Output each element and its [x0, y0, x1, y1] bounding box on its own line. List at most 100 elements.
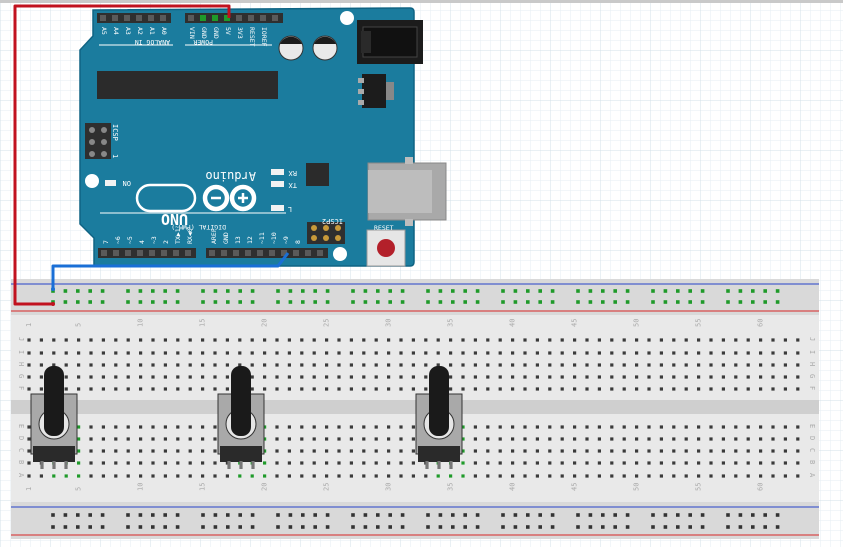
rail-hole[interactable] — [538, 513, 542, 517]
terminal-hole[interactable] — [362, 449, 366, 453]
terminal-hole[interactable] — [27, 474, 31, 478]
potentiometer-knob[interactable] — [44, 366, 64, 436]
terminal-hole[interactable] — [771, 387, 775, 391]
terminal-hole[interactable] — [461, 338, 465, 342]
terminal-hole[interactable] — [560, 449, 564, 453]
terminal-hole[interactable] — [64, 338, 68, 342]
terminal-hole[interactable] — [535, 425, 539, 429]
terminal-hole[interactable] — [759, 461, 763, 465]
header-pin[interactable] — [148, 15, 154, 21]
terminal-hole[interactable] — [89, 351, 93, 355]
terminal-hole[interactable] — [759, 375, 763, 379]
terminal-hole[interactable] — [151, 375, 155, 379]
terminal-hole[interactable] — [709, 351, 713, 355]
terminal-hole[interactable] — [287, 338, 291, 342]
terminal-hole[interactable] — [573, 363, 577, 367]
terminal-hole[interactable] — [151, 387, 155, 391]
rail-hole[interactable] — [376, 289, 380, 293]
terminal-hole[interactable] — [684, 461, 688, 465]
terminal-hole[interactable] — [449, 338, 453, 342]
rail-hole[interactable] — [213, 289, 218, 293]
terminal-hole[interactable] — [436, 351, 440, 355]
rail-hole[interactable] — [538, 525, 542, 529]
terminal-hole[interactable] — [337, 474, 341, 478]
rail-hole[interactable] — [76, 513, 80, 517]
rail-hole[interactable] — [700, 289, 705, 293]
terminal-hole[interactable] — [449, 375, 453, 379]
rail-hole[interactable] — [463, 289, 467, 293]
terminal-hole[interactable] — [796, 387, 800, 391]
terminal-hole[interactable] — [89, 449, 93, 453]
rail-hole[interactable] — [238, 289, 242, 293]
rail-hole[interactable] — [513, 513, 518, 517]
terminal-hole[interactable] — [721, 351, 725, 355]
rail-hole[interactable] — [276, 513, 280, 517]
terminal-hole[interactable] — [139, 449, 143, 453]
rail-hole[interactable] — [163, 289, 167, 293]
terminal-hole[interactable] — [597, 387, 601, 391]
terminal-hole[interactable] — [622, 461, 626, 465]
terminal-hole[interactable] — [610, 338, 614, 342]
rail-hole[interactable] — [201, 513, 205, 517]
terminal-hole[interactable] — [783, 338, 787, 342]
terminal-hole[interactable] — [287, 437, 291, 441]
terminal-hole[interactable] — [684, 425, 688, 429]
terminal-hole[interactable] — [746, 387, 750, 391]
terminal-hole[interactable] — [684, 363, 688, 367]
terminal-hole[interactable] — [89, 375, 93, 379]
rail-hole[interactable] — [501, 513, 505, 517]
terminal-hole[interactable] — [337, 375, 341, 379]
terminal-hole[interactable] — [213, 461, 217, 465]
terminal-hole[interactable] — [263, 351, 267, 355]
terminal-hole[interactable] — [387, 449, 391, 453]
header-pin[interactable] — [212, 15, 218, 21]
terminal-hole[interactable] — [473, 461, 477, 465]
terminal-hole[interactable] — [796, 474, 800, 478]
terminal-hole[interactable] — [287, 351, 291, 355]
terminal-hole[interactable] — [374, 474, 378, 478]
rail-hole[interactable] — [88, 300, 92, 304]
terminal-hole[interactable] — [746, 351, 750, 355]
header-pin[interactable] — [185, 250, 191, 256]
terminal-hole[interactable] — [250, 474, 254, 478]
terminal-hole[interactable] — [312, 449, 316, 453]
rail-hole[interactable] — [688, 525, 692, 529]
terminal-hole[interactable] — [597, 425, 601, 429]
terminal-hole[interactable] — [622, 375, 626, 379]
rail-hole[interactable] — [138, 300, 143, 304]
rail-hole[interactable] — [276, 525, 280, 529]
terminal-hole[interactable] — [424, 338, 428, 342]
rail-hole[interactable] — [475, 300, 480, 304]
terminal-hole[interactable] — [734, 425, 738, 429]
rail-hole[interactable] — [426, 513, 430, 517]
terminal-hole[interactable] — [771, 338, 775, 342]
rail-hole[interactable] — [63, 289, 68, 293]
header-pin[interactable] — [245, 250, 251, 256]
terminal-hole[interactable] — [201, 363, 205, 367]
rail-hole[interactable] — [588, 513, 593, 517]
header-pin[interactable] — [161, 250, 167, 256]
rail-hole[interactable] — [463, 525, 467, 529]
terminal-hole[interactable] — [585, 375, 589, 379]
terminal-hole[interactable] — [411, 425, 415, 429]
terminal-hole[interactable] — [411, 437, 415, 441]
header-pin[interactable] — [112, 15, 118, 21]
rail-hole[interactable] — [63, 513, 68, 517]
terminal-hole[interactable] — [659, 461, 663, 465]
terminal-hole[interactable] — [250, 351, 254, 355]
rail-hole[interactable] — [226, 300, 230, 304]
rail-hole[interactable] — [226, 289, 230, 293]
terminal-hole[interactable] — [312, 363, 316, 367]
terminal-hole[interactable] — [523, 351, 527, 355]
header-pin[interactable] — [224, 15, 230, 21]
rail-hole[interactable] — [588, 525, 593, 529]
terminal-hole[interactable] — [783, 351, 787, 355]
terminal-hole[interactable] — [27, 387, 31, 391]
terminal-hole[interactable] — [548, 338, 552, 342]
terminal-hole[interactable] — [635, 387, 639, 391]
terminal-hole[interactable] — [89, 338, 93, 342]
terminal-hole[interactable] — [163, 363, 167, 367]
rail-hole[interactable] — [351, 289, 355, 293]
rail-hole[interactable] — [175, 300, 180, 304]
terminal-hole[interactable] — [585, 425, 589, 429]
